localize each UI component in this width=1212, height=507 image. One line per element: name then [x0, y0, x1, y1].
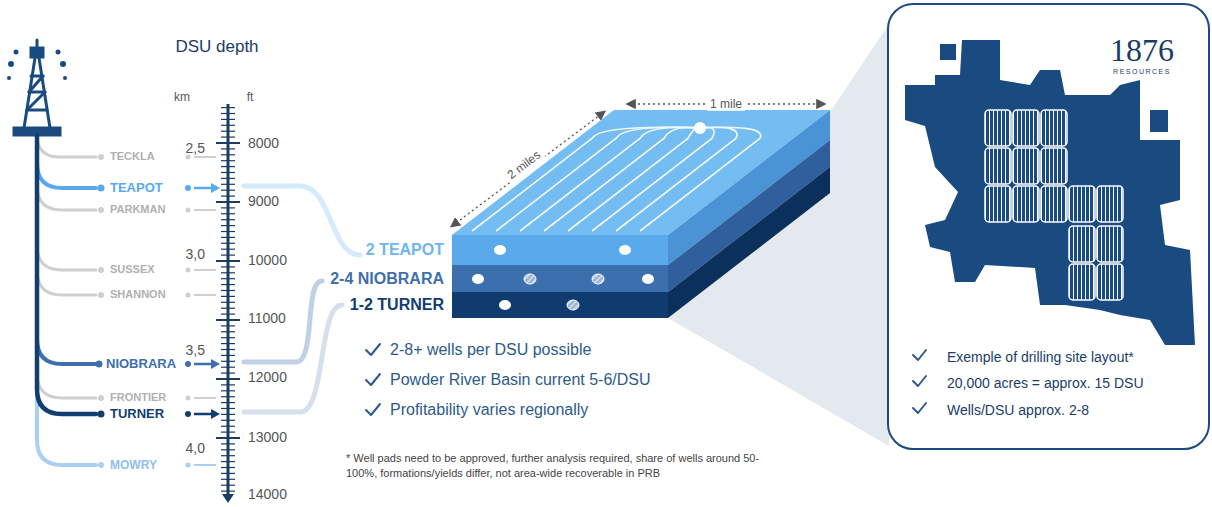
- label-text: 2,5: [186, 140, 205, 157]
- dsu-block: [452, 110, 830, 318]
- label-text: Profitability varies regionally: [390, 400, 588, 419]
- label-text: 13000: [248, 429, 287, 446]
- label-text: 2 miles: [502, 146, 546, 184]
- depth-scale: [216, 104, 240, 503]
- site-map: [905, 40, 1195, 345]
- panel-text: Wells/DSU approx. 2-8: [947, 402, 1089, 419]
- layer-leaders: [244, 186, 360, 412]
- label-text: 11000: [248, 310, 286, 327]
- map-panel: 1876RESOURCES Exemple of drilling site la…: [887, 3, 1210, 450]
- rig-icon: [7, 40, 67, 135]
- label-text: 4,0: [186, 440, 205, 457]
- dimension-line: [452, 112, 604, 226]
- formation-layer: 2-4 NIOBRARA: [452, 265, 668, 292]
- label-text: 3,0: [186, 246, 205, 263]
- label-text: 1 mile: [707, 97, 745, 111]
- label-text: 10000: [248, 252, 287, 269]
- label-text: ft: [247, 90, 254, 104]
- label-text: SHANNON: [110, 288, 166, 301]
- formation-dots: [96, 154, 221, 468]
- label-text: 8000: [248, 135, 279, 152]
- layer-label: 2-4 NIOBRARA: [330, 269, 444, 288]
- label-text: SUSSEX: [110, 263, 155, 276]
- label-text: TEAPOT: [110, 180, 163, 196]
- label-text: FRONTIER: [110, 391, 166, 404]
- panel-text: Exemple of drilling site layout*: [947, 349, 1134, 366]
- label-text: 14000: [248, 486, 287, 503]
- label-text: TURNER: [110, 406, 164, 422]
- formation-layer: 2 TEAPOT: [452, 235, 668, 265]
- zoom-wedge: [668, 24, 889, 446]
- label-text: km: [174, 90, 190, 104]
- formation-layer: 1-2 TURNER: [452, 292, 668, 318]
- panel-text: 20,000 acres = approx. 15 DSU: [947, 375, 1144, 392]
- label-text: PARKMAN: [110, 203, 165, 216]
- label-text: 12000: [248, 369, 287, 386]
- label-text: 9000: [248, 193, 279, 210]
- label-text: * Well pads need to be approved, further…: [346, 451, 786, 482]
- label-text: NIOBRARA: [106, 356, 176, 372]
- label-text: TECKLA: [110, 150, 155, 163]
- layer-label: 2 TEAPOT: [366, 240, 444, 259]
- label-text: DSU depth: [175, 37, 258, 57]
- label-text: MOWRY: [110, 458, 157, 472]
- label-text: Powder River Basin current 5-6/DSU: [390, 370, 651, 389]
- well-bores: [37, 135, 96, 465]
- panel-text: 1876: [1110, 31, 1174, 69]
- panel-text: RESOURCES: [1113, 68, 1171, 76]
- layer-label: 1-2 TURNER: [350, 295, 444, 314]
- label-text: 3,5: [186, 342, 205, 359]
- label-text: 2-8+ wells per DSU possible: [390, 340, 591, 359]
